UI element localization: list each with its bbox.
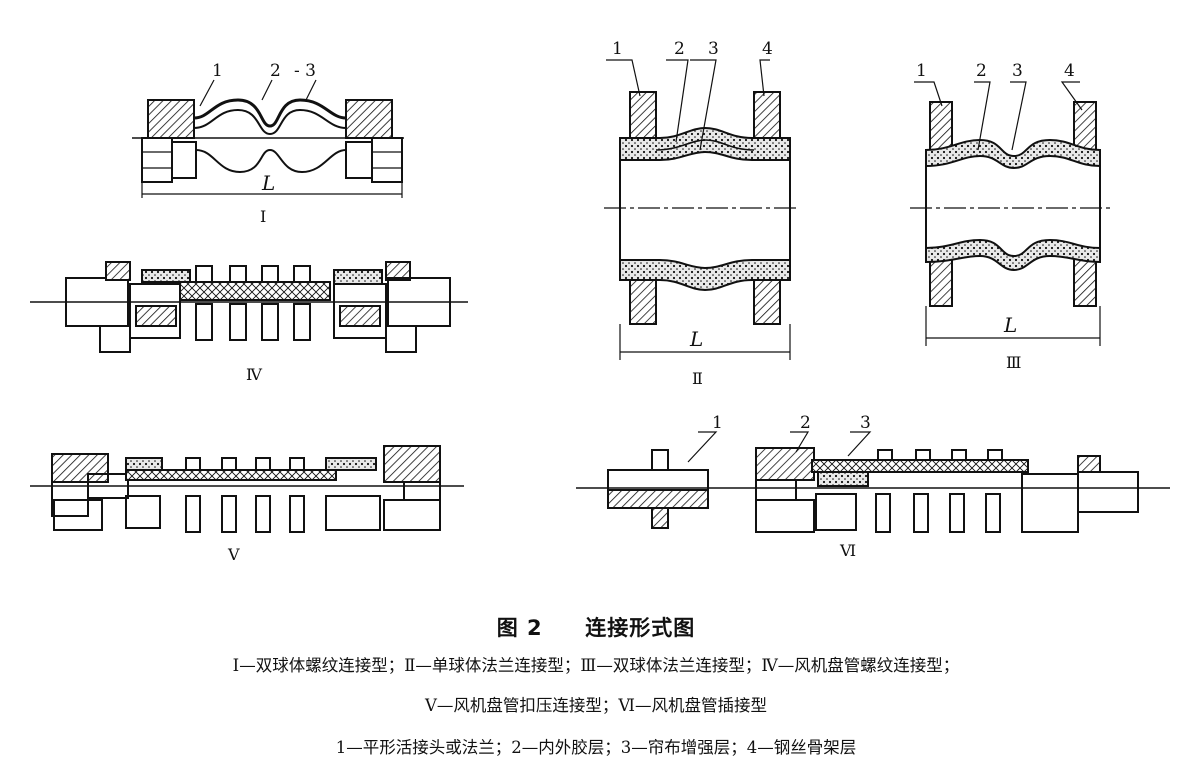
connection-forms-drawing: 1 2 - 3 L Ⅰ 1 2 3 4 L Ⅱ 1 2 3 4 L Ⅲ Ⅳ Ⅴ … [30, 39, 1170, 564]
view-single-sphere-flanged [604, 59, 800, 360]
view-2-callout-3: 3 [708, 39, 719, 59]
view-2-callout-1: 1 [612, 39, 623, 59]
view-6-callout-1: 1 [712, 413, 723, 433]
view-3-callout-4: 4 [1064, 61, 1075, 81]
view-double-sphere-flanged [910, 81, 1112, 346]
view-3-label: Ⅲ [1006, 353, 1021, 372]
view-1-callout-3: - 3 [294, 61, 316, 81]
view-1-label: Ⅰ [260, 207, 266, 226]
view-3-dimension-label: L [1003, 313, 1017, 337]
view-fan-coil-push-in [576, 431, 1170, 533]
figure-title: 图 2 连接形式图 [0, 612, 1192, 642]
figure-title-text: 连接形式图 [585, 616, 696, 640]
view-2-dimension-label: L [689, 327, 703, 351]
legend-line-1: Ⅰ—双球体螺纹连接型；Ⅱ—单球体法兰连接型；Ⅲ—双球体法兰连接型；Ⅳ—风机盘管螺… [232, 656, 960, 675]
view-1-callout-1: 1 [212, 61, 223, 81]
view-2-callout-2: 2 [674, 39, 685, 59]
legend-line-3: 1—平形活接头或法兰；2—内外胶层；3—帘布增强层；4—钢丝骨架层 [335, 738, 857, 757]
view-4-label: Ⅳ [246, 365, 263, 384]
figure-number: 图 2 [496, 616, 543, 640]
view-fan-coil-threaded [30, 261, 468, 353]
view-3-callout-3: 3 [1012, 61, 1023, 81]
view-2-callout-4: 4 [762, 39, 773, 59]
view-6-callout-3: 3 [860, 413, 871, 433]
view-double-sphere-threaded [132, 79, 404, 198]
view-fan-coil-crimped [30, 445, 464, 533]
view-1-callout-2: 2 [270, 61, 281, 81]
view-3-callout-1: 1 [916, 61, 927, 81]
view-5-label: Ⅴ [227, 545, 240, 564]
view-3-callout-2: 2 [976, 61, 987, 81]
view-2-label: Ⅱ [692, 369, 703, 388]
view-6-callout-2: 2 [800, 413, 811, 433]
view-6-label: Ⅵ [839, 541, 856, 560]
view-1-dimension-label: L [261, 171, 275, 195]
legend-line-2: Ⅴ—风机盘管扣压连接型；Ⅵ—风机盘管插接型 [424, 696, 767, 715]
